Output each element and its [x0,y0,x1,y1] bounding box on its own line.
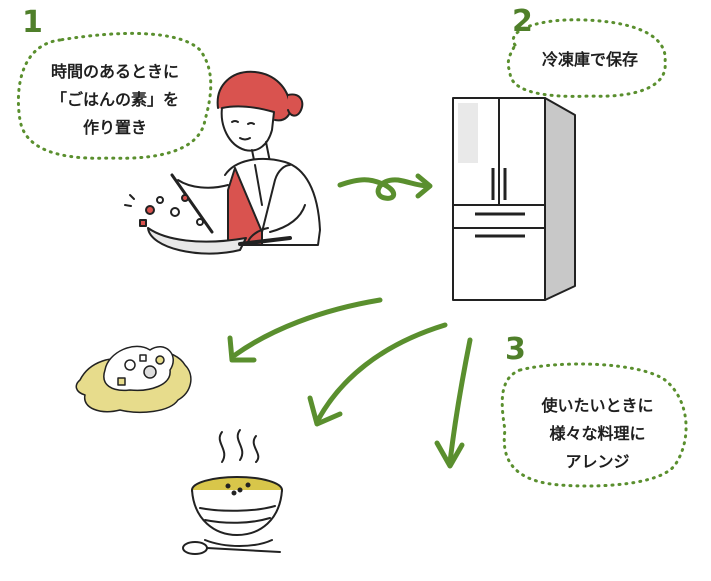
soup-bowl-illustration [182,429,283,555]
speech-bubble-3 [500,362,688,488]
step-1-text: 時間のあるときに 「ごはんの素」を 作り置き [30,58,200,142]
arrow-to-right [447,337,473,465]
step-1-line-1: 時間のあるときに [50,62,179,81]
step-3-text: 使いたいときに 様々な料理に アレンジ [515,392,680,476]
step-number-2: 2 [512,4,533,39]
speech-bubble-1 [16,31,213,160]
step-1-line-2: 「ごはんの素」を [50,90,179,109]
step-3-line-2: 様々な料理に [549,424,646,443]
step-2-text: 冷凍庫で保存 [520,46,660,74]
arrows-from-fridge [227,297,473,469]
step-2-line-1: 冷凍庫で保存 [541,50,638,69]
speech-bubble-2 [506,18,667,98]
step-1-line-3: 作り置き [82,118,147,137]
step-number-3: 3 [505,332,526,367]
refrigerator-illustration [452,97,576,301]
cooking-woman-illustration [124,70,321,255]
step-number-1: 1 [22,5,43,40]
fried-rice-illustration [75,345,192,414]
arrow-to-fridge [337,173,433,201]
step-3-line-1: 使いたいときに [541,396,654,415]
arrow-to-rice [232,297,383,358]
step-3-line-3: アレンジ [565,452,630,471]
arrow-to-soup [315,322,448,423]
